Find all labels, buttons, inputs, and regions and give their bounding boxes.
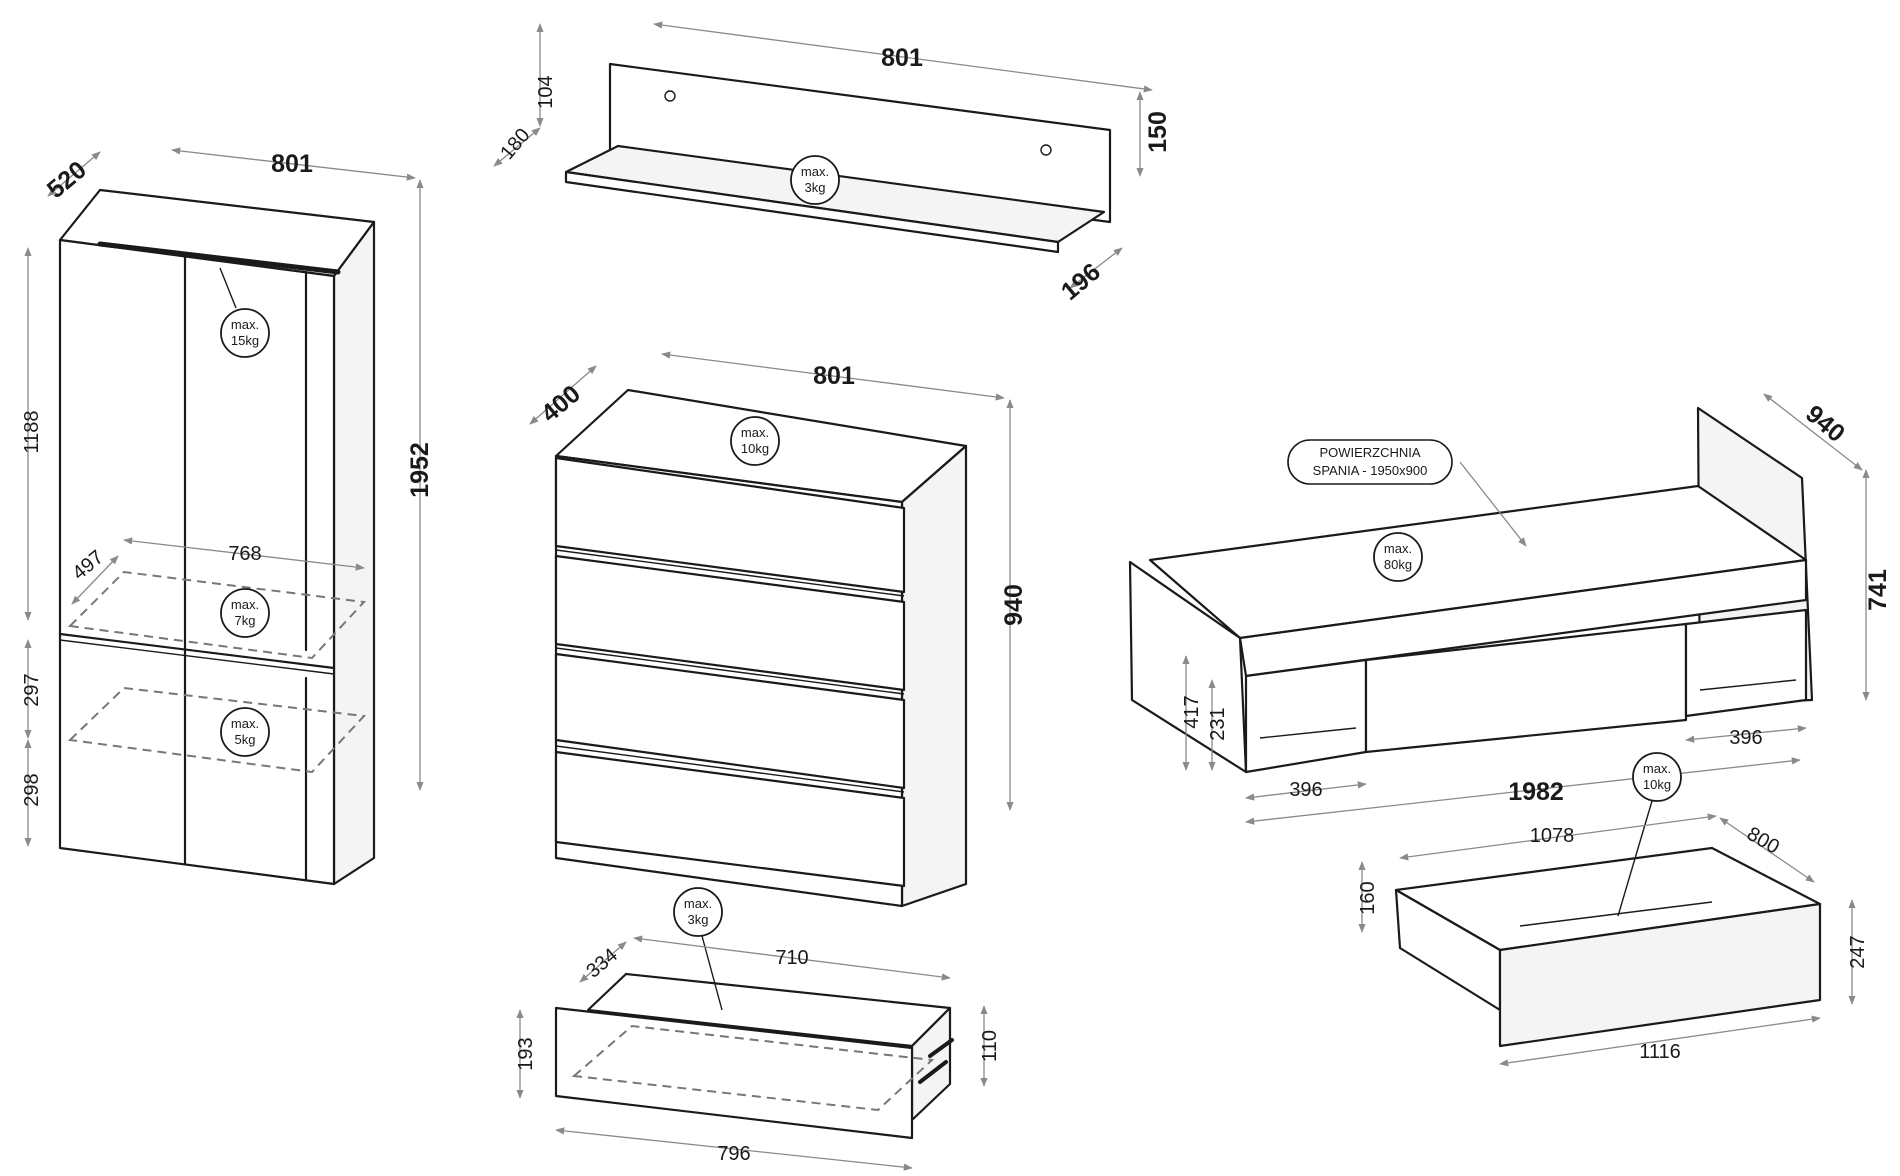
bed-drawer-front-width-label: 1116 [1639,1041,1681,1063]
wardrobe-depth-label: 520 [42,156,92,204]
bed-sleeping-area-callout [1287,439,1453,485]
bed-length-label: 1982 [1508,778,1564,806]
wardrobe-rail-load-badge [220,308,270,358]
bed-drawer-front-height-label: 247 [1847,935,1869,968]
dresser-drawer-load-line1: max. [684,896,712,911]
wall-shelf-load-line1: max. [801,164,829,179]
bed-load-line1: max. [1384,541,1412,556]
wardrobe-upper-shelf-load-line2: 7kg [235,613,256,628]
bed-label-line2: SPANIA - 1950x900 [1313,463,1428,478]
dresser-drawer-load-line2: 3kg [688,912,709,927]
bed-dimensions: 940 741 1982 417 231 396 396 [1181,393,1892,825]
wardrobe-shelf-width-label: 768 [228,543,261,565]
wall-shelf-depth-label: 196 [1056,258,1106,306]
wardrobe-rail-load-line1: max. [231,317,259,332]
bed-shelf-height-label: 231 [1207,707,1229,740]
wall-shelf-back-height-label: 104 [535,75,557,108]
dresser-drawing: max. 10kg [554,388,968,908]
bed-drawer-load-line2: 10kg [1643,777,1671,792]
dresser-top-load-line1: max. [741,425,769,440]
bed-width-label: 940 [1800,400,1850,448]
wardrobe-lower-mid-label: 297 [21,673,43,706]
dresser-drawer-inner-length-label: 710 [775,947,808,969]
bed-label-line1: POWIERZCHNIA [1319,445,1420,460]
dresser-drawer-front-height-label: 193 [515,1037,537,1070]
wall-shelf-total-height-label: 150 [1144,111,1172,153]
bed-drawer-drawing: max. 10kg [1394,752,1822,1048]
wardrobe-lower-shelf-load-line1: max. [231,716,259,731]
dresser-drawer-front-width-label: 796 [717,1143,750,1165]
wardrobe-height-label: 1952 [406,442,434,498]
dresser-top-load-line2: 10kg [741,441,769,456]
wall-shelf-drawing: max. 3kg [564,62,1112,254]
wall-shelf-load-line2: 3kg [805,180,826,195]
dresser-top-load-badge [730,416,780,466]
wardrobe-width-label: 801 [271,150,313,178]
wall-shelf-board-depth-label: 180 [496,124,534,164]
dresser-depth-label: 400 [536,380,586,428]
wardrobe-drawing: max. 15kg max. 7kg max. 5kg [58,188,376,886]
bed-drawing: max. 80kg POWIERZCHNIA SPANIA - 1950x900 [1128,406,1814,774]
bed-side-height-label: 417 [1181,695,1203,728]
wardrobe-upper-shelf-load-line1: max. [231,597,259,612]
bed-drawer-length-label: 1078 [1530,825,1575,847]
wall-shelf-width-label: 801 [881,44,923,72]
dresser-drawer-drawing: max. 3kg [554,887,954,1140]
bed-load-line2: 80kg [1384,557,1412,572]
wardrobe-rail-load-line2: 15kg [231,333,259,348]
bed-drawer-side-height-label: 160 [1357,881,1379,914]
wardrobe-lower-shelf-load-line2: 5kg [235,732,256,747]
wardrobe-lower-bottom-label: 298 [21,773,43,806]
bed-niche-right-label: 396 [1729,727,1762,749]
bed-height-label: 741 [1864,569,1892,611]
bed-drawer-depth-label: 800 [1743,823,1783,859]
bed-load-badge [1373,532,1423,582]
dresser-drawer-side-height-label: 110 [979,1030,1001,1062]
dresser-width-label: 801 [813,362,855,390]
bed-drawer-load-line1: max. [1643,761,1671,776]
bed-niche-left-label: 396 [1289,779,1322,801]
wardrobe-upper-shelf-load-badge [220,588,270,638]
dresser-drawer-dimensions: 710 334 193 110 796 [515,935,1001,1171]
wardrobe-dimensions: 801 520 1952 1188 297 298 768 497 [21,147,434,847]
bed-drawer-load-badge [1632,752,1682,802]
dresser-height-label: 940 [1000,584,1028,626]
wardrobe-lower-shelf-load-badge [220,707,270,757]
wall-shelf-load-badge [790,155,840,205]
wardrobe-upper-section-label: 1188 [21,410,43,453]
